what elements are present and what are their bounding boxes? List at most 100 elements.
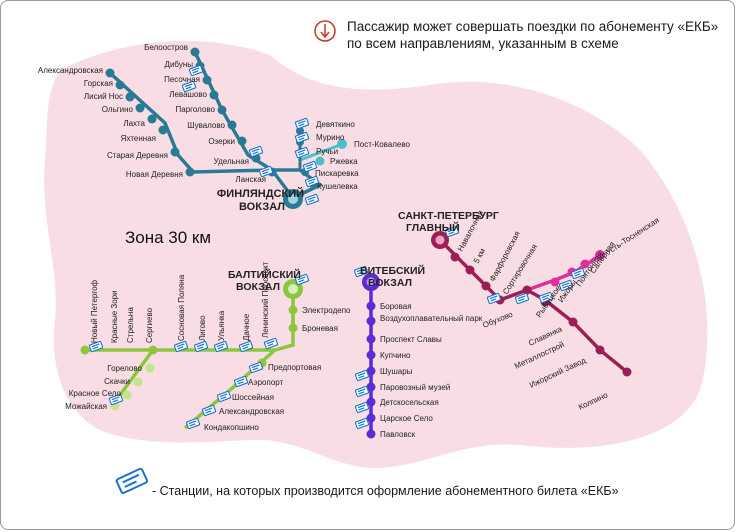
label-ligovo: Лигово <box>198 315 207 341</box>
legend-ticket-icon <box>115 467 149 494</box>
label-kupchino: Купчино <box>380 351 411 360</box>
station-dot-shuvalovo <box>227 120 237 130</box>
zone-30km-area <box>44 40 708 469</box>
label-novaya-derevnya: Новая Деревня <box>126 170 183 179</box>
label-parovozny-muzey: Паровозный музей <box>380 383 450 392</box>
label-murino: Мурино <box>316 133 345 142</box>
label-novy-petergof: Новый Петергоф <box>90 279 99 343</box>
label-shushary: Шушары <box>380 367 413 376</box>
finland-vokzal-hub-inner <box>288 194 298 204</box>
station-dot-borovaya <box>366 301 376 311</box>
label-leninsky-prospekt: Ленинский Проспект <box>261 261 270 338</box>
label-krasnye-zori: Красные Зори <box>110 290 119 343</box>
label-kushelevka: Кушелевка <box>317 182 358 191</box>
finland-vokzal-label: ФИНЛЯНДСКИЙ <box>217 187 304 200</box>
station-dot-ust-tosnenskaya <box>595 250 605 260</box>
label-prospekt-slavy: Проспект Славы <box>380 335 442 344</box>
label-shosseynaya: Шоссейная <box>232 393 274 402</box>
vitebsk-stations <box>366 301 376 439</box>
label-udelnaya: Удельная <box>214 157 249 166</box>
station-dot-novy-petergof <box>80 345 90 355</box>
label-bronevaya: Броневая <box>302 324 338 333</box>
station-dot-olgino <box>135 103 145 113</box>
label-lanskaya: Ланская <box>235 175 266 184</box>
station-dot-pontonnaya <box>580 259 590 269</box>
label-lisiy-nos: Лисий Нос <box>84 92 123 101</box>
label-mozhayskaya: Можайская <box>65 402 107 411</box>
label-pavlovsk: Павловск <box>380 430 416 439</box>
label-staraya-derevnya: Старая Деревня <box>107 151 168 160</box>
station-dot-izhorsky-zavod <box>595 345 605 355</box>
label-borovaya: Боровая <box>380 302 412 311</box>
station-dot-obukhovo <box>522 285 532 295</box>
label-skachki: Скачки <box>104 377 130 386</box>
station-dot-novaya-derevnya <box>185 167 195 177</box>
station-dot-pavlovsk <box>366 429 376 439</box>
station-dot-lakhta <box>147 114 157 124</box>
station-dot-junction-sergievo <box>148 345 158 355</box>
label-predportovaya: Предпортовая <box>268 363 321 372</box>
station-dot-lisiy-nos <box>125 92 135 102</box>
moscow-line <box>438 238 629 374</box>
station-dot-gorelovo <box>145 363 155 373</box>
station-dot-belоostrov <box>190 47 200 57</box>
station-dot-farforovskaya <box>481 281 491 291</box>
finland-branch-line <box>299 143 341 162</box>
label-gorskaya: Горская <box>84 79 113 88</box>
station-dot-bronevaya <box>288 323 298 333</box>
label-pesochnaya: Песочная <box>164 75 200 84</box>
label-devyatkino: Девяткино <box>316 120 355 129</box>
label-ulyanka: Ульянка <box>217 310 226 341</box>
label-belоostrov: Белоостров <box>144 43 188 52</box>
station-dot-ozerki <box>237 136 247 146</box>
station-dot-kolpino <box>622 367 632 377</box>
header-note: Пассажир может совершать поездки по абон… <box>347 18 718 52</box>
label-detskoselskaya: Детскосельская <box>380 398 439 407</box>
header-note-line1: Пассажир может совершать поездки по абон… <box>347 19 719 34</box>
label-elektrodepo: Электродепо <box>302 306 351 315</box>
download-arrow-icon <box>314 20 336 42</box>
station-dot-rzhevka <box>315 156 325 166</box>
label-strelna: Стрельна <box>126 307 135 343</box>
finland-vokzal-title: ФИНЛЯНДСКИЙ ВОКЗАЛ <box>217 187 307 213</box>
label-piskarevka: Пискаревка <box>315 169 359 178</box>
baltic-stations <box>80 305 298 368</box>
station-dot-5km <box>465 265 475 275</box>
label-pargolovo: Парголово <box>176 105 216 114</box>
station-dot-yakhtennaya <box>158 125 168 135</box>
station-dot-vozdukhoplavatelny-park <box>366 316 376 326</box>
label-gorelovo: Горелово <box>107 364 142 373</box>
label-krasnoe-selo: Красное Село <box>69 389 122 398</box>
finland-vokzal-label-line2: ВОКЗАЛ <box>239 201 285 213</box>
station-dot-gorskaya <box>115 80 125 90</box>
station-dot-parovozny-muzey <box>366 382 376 392</box>
label-olgino: Ольгино <box>102 105 134 114</box>
station-dot-kupchino <box>366 350 376 360</box>
vitebsk-vokzal-hub-inner <box>366 277 376 287</box>
label-shuvalovo: Шувалово <box>187 121 225 130</box>
station-dot-pargolovo <box>217 105 227 115</box>
legend-text: - Станции, на которых производится оформ… <box>152 484 619 498</box>
label-post-kovalevo: Пост-Ковалево <box>354 140 411 149</box>
label-aeroport: Аэропорт <box>248 378 284 387</box>
baltic-vokzal-hub-inner <box>288 284 298 294</box>
station-dot-staraya-derevnya <box>170 147 180 157</box>
station-dot-shushary <box>366 366 376 376</box>
label-dachnoe: Дачное <box>242 313 251 341</box>
station-dot-prospekt-slavy <box>366 334 376 344</box>
label-ozerki: Озерки <box>208 137 235 146</box>
station-dot-rybatskoe <box>550 277 560 287</box>
station-dot-post-kovalevo <box>337 139 347 149</box>
station-dot-skachki <box>133 377 143 387</box>
station-dot-krasnoe-selo <box>122 390 132 400</box>
label-ruchi: Ручьи <box>316 147 338 156</box>
label-sosnovaya-polyana: Сосновая Поляна <box>177 274 186 341</box>
baltic-light-stations <box>110 363 155 411</box>
label-yakhtennaya: Яхтенная <box>121 134 156 143</box>
station-dot-metallostroy <box>568 317 578 327</box>
station-dot-pesochnaya <box>202 75 212 85</box>
